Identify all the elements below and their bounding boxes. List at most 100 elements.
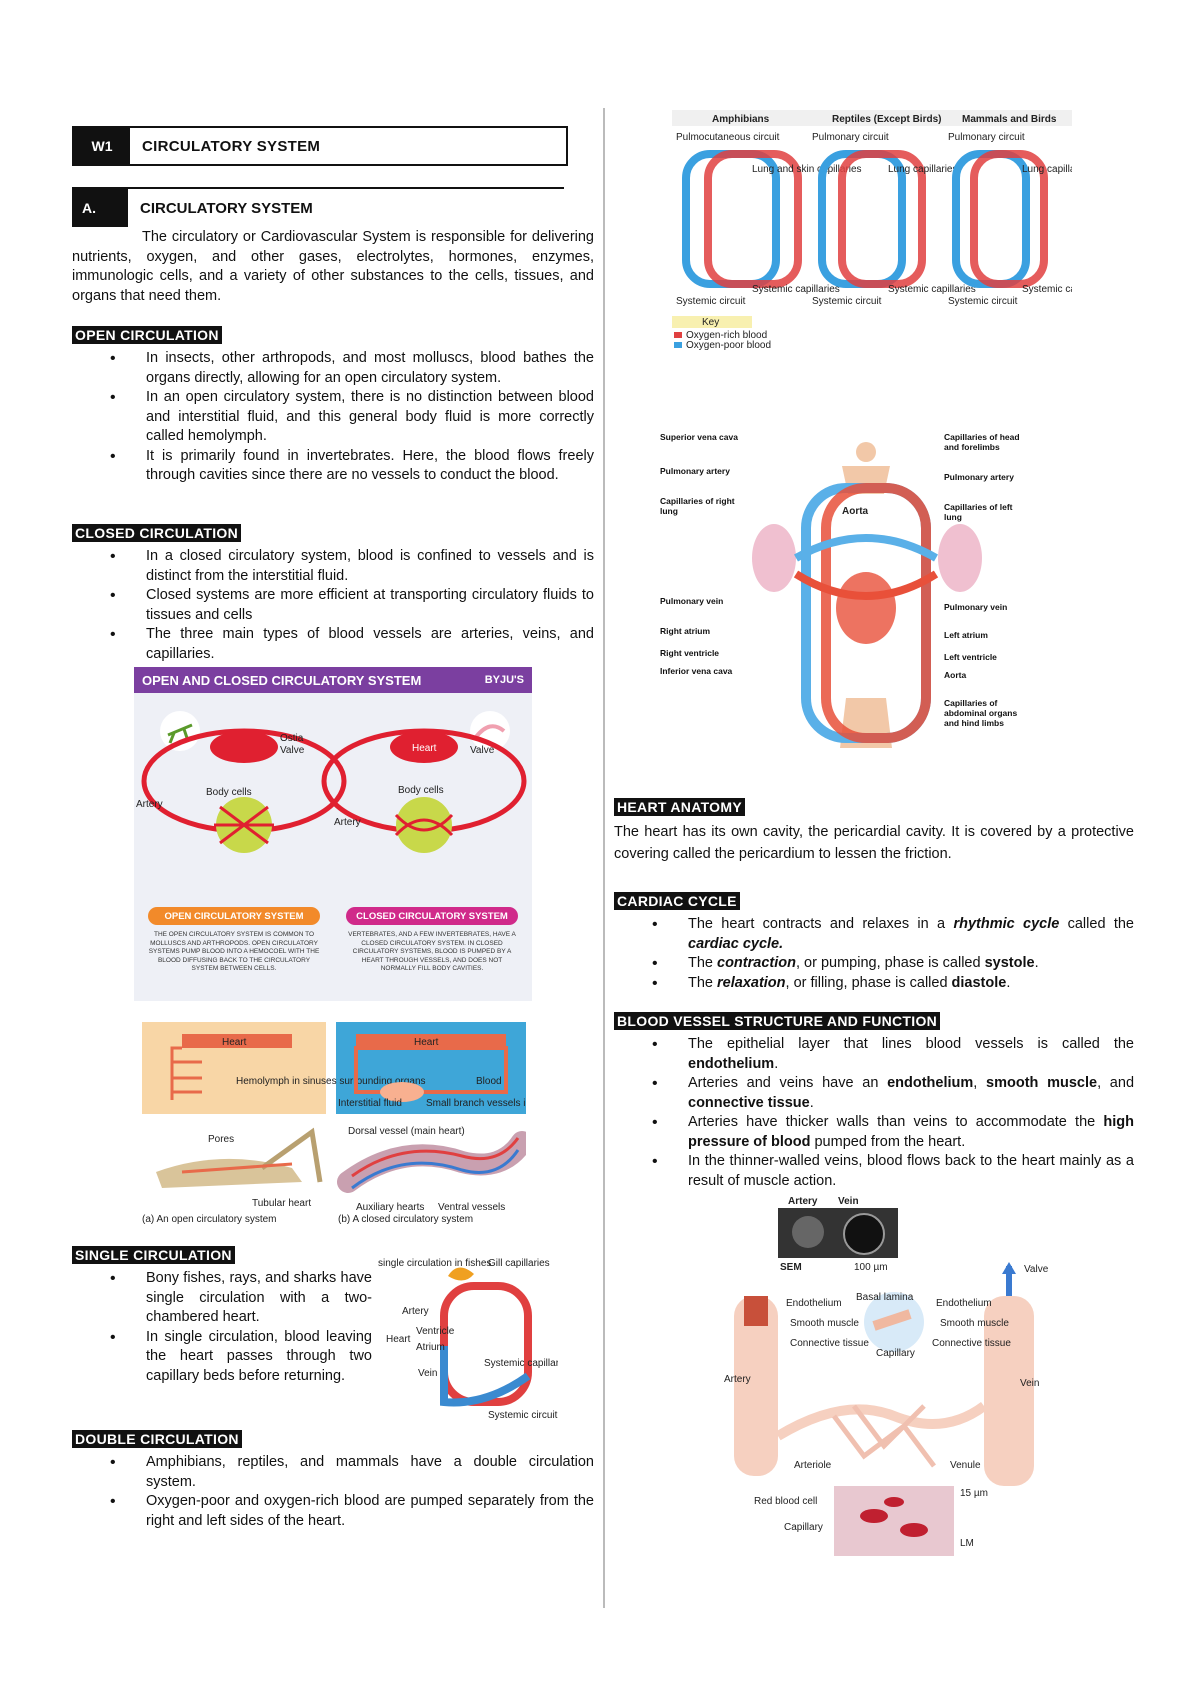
- interstitial-label: Interstitial fluid: [338, 1098, 402, 1109]
- label-pulm-artery-l: Pulmonary artery: [660, 466, 730, 476]
- sem-label: SEM: [780, 1262, 802, 1273]
- bottom-circuit-0: Systemic circuit: [676, 296, 746, 307]
- blood-label: Blood: [476, 1076, 502, 1087]
- um-scale-label: 15 µm: [960, 1488, 988, 1499]
- brand-logo: BYJU'S: [484, 674, 524, 686]
- figure-title: OPEN AND CLOSED CIRCULATORY SYSTEM: [142, 672, 422, 688]
- label-cap-right-lung: Capillaries of right lung: [660, 496, 735, 516]
- sem-vein-label: Vein: [838, 1196, 859, 1207]
- aorta-center-label: Aorta: [842, 506, 869, 517]
- fish-note: single circulation in fishes: [378, 1258, 491, 1269]
- open-closed-diagram: Ostia Valve Body cells Artery Heart Valv…: [136, 711, 527, 853]
- small-vessels-label: Small branch vessels in each organ: [426, 1098, 526, 1109]
- cardiac-cycle-section: CARDIAC CYCLE The heart contracts and re…: [614, 892, 1134, 993]
- valve-label-vessel: Valve: [1024, 1264, 1049, 1275]
- section-a-header: A. CIRCULATORY SYSTEM: [72, 187, 564, 227]
- label-pulm-artery-r: Pulmonary artery: [944, 472, 1014, 482]
- blood-vessel-section: BLOOD VESSEL STRUCTURE AND FUNCTION The …: [614, 1012, 1134, 1191]
- open-circulation-section: OPEN CIRCULATION In insects, other arthr…: [72, 326, 594, 486]
- double-circulation-heading: DOUBLE CIRCULATION: [72, 1430, 242, 1448]
- group-amphibians: Amphibians: [712, 114, 770, 125]
- key-rich: Oxygen-rich blood: [686, 330, 767, 341]
- ostia-label: Ostia: [280, 733, 304, 744]
- heart-label-a: Heart: [222, 1037, 247, 1048]
- closed-system-desc: VERTEBRATES, AND A FEW INVERTEBRATES, HA…: [348, 931, 516, 972]
- open-circulation-heading: OPEN CIRCULATION: [72, 326, 222, 344]
- label-right-ventricle: Right ventricle: [660, 648, 720, 658]
- systemic-circuit-label: Systemic circuit: [488, 1410, 558, 1421]
- sys-label-0: Systemic capillaries: [752, 284, 840, 295]
- group-reptiles: Reptiles (Except Birds): [832, 114, 941, 125]
- list-item: In insects, other arthropods, and most m…: [110, 349, 594, 388]
- label-left-ventricle: Left ventricle: [944, 652, 997, 662]
- list-item: It is primarily found in invertebrates. …: [110, 447, 594, 486]
- smooth-muscle-label-right: Smooth muscle: [940, 1318, 1009, 1329]
- list-item: Arteries have thicker walls than veins t…: [652, 1113, 1134, 1152]
- smooth-muscle-label-left: Smooth muscle: [790, 1318, 859, 1329]
- label-sup-vena-cava: Superior vena cava: [660, 432, 738, 442]
- ventral-vessels-label: Ventral vessels: [438, 1202, 505, 1213]
- mammal-loop: Pulmonary circuit Systemic circuit Lung …: [948, 132, 1110, 307]
- heart-anatomy-text: The heart has its own cavity, the perica…: [614, 824, 1134, 862]
- week-tag: W1: [74, 128, 130, 164]
- valve-label-closed: Valve: [470, 745, 495, 756]
- closed-circulation-heading: CLOSED CIRCULATION: [72, 524, 242, 542]
- label-aorta: Aorta: [944, 670, 967, 680]
- endothelium-label-right: Endothelium: [936, 1298, 992, 1309]
- sem-scale-label: 100 µm: [854, 1262, 888, 1273]
- comparison-diagram: Heart Hemolymph in sinuses surrounding o…: [142, 1022, 584, 1225]
- closed-circulation-section: CLOSED CIRCULATION In a closed circulato…: [72, 524, 594, 664]
- section-a-title: CIRCULATORY SYSTEM: [140, 199, 313, 217]
- label-pulm-vein-r: Pulmonary vein: [944, 602, 1008, 612]
- list-item: Oxygen-poor and oxygen-rich blood are pu…: [110, 1492, 594, 1531]
- figure-title-bar: OPEN AND CLOSED CIRCULATORY SYSTEM BYJU'…: [134, 667, 532, 693]
- atrium-label: Atrium: [416, 1342, 445, 1353]
- list-item: Bony fishes, rays, and sharks have singl…: [110, 1269, 372, 1328]
- top-circuit-0: Pulmocutaneous circuit: [676, 132, 780, 143]
- open-closed-figure: OPEN AND CLOSED CIRCULATORY SYSTEM BYJU'…: [134, 667, 532, 1001]
- list-item: Amphibians, reptiles, and mammals have a…: [110, 1453, 594, 1492]
- capillary-lm-label: Capillary: [784, 1522, 823, 1533]
- dorsal-vessel-label: Dorsal vessel (main heart): [348, 1126, 465, 1137]
- group-mammals: Mammals and Birds: [962, 114, 1057, 125]
- document-title-box: W1 CIRCULATORY SYSTEM: [72, 126, 568, 166]
- heart-label-b: Heart: [414, 1037, 439, 1048]
- lung-label-0: Lung and skin capillaries: [752, 164, 862, 175]
- body-cells-label: Body cells: [206, 787, 252, 798]
- lung-label-2: Lung capillaries: [1022, 164, 1072, 175]
- caption-b: (b) A closed circulatory system: [338, 1214, 473, 1225]
- amphibian-loop: Pulmocutaneous circuit Systemic circuit …: [676, 132, 862, 307]
- artery-label-closed: Artery: [334, 817, 361, 828]
- connective-label-left: Connective tissue: [790, 1338, 869, 1349]
- venule-label: Venule: [950, 1460, 981, 1471]
- valve-label: Valve: [280, 745, 305, 756]
- vein-tube: [984, 1296, 1034, 1486]
- list-item: In single circulation, blood leaving the…: [110, 1328, 372, 1387]
- double-circulation-section: DOUBLE CIRCULATION Amphibians, reptiles,…: [72, 1430, 594, 1531]
- gill-label: Gill capillaries: [488, 1258, 550, 1269]
- blood-vessel-heading: BLOOD VESSEL STRUCTURE AND FUNCTION: [614, 1012, 941, 1030]
- body-cells-label-closed: Body cells: [398, 785, 444, 796]
- list-item: In the thinner-walled veins, blood flows…: [652, 1152, 1134, 1191]
- intro-paragraph: The circulatory or Cardiovascular System…: [72, 229, 594, 304]
- list-item: The contraction, or pumping, phase is ca…: [652, 954, 1134, 974]
- vein-label-fish: Vein: [418, 1368, 437, 1379]
- label-right-atrium: Right atrium: [660, 626, 711, 636]
- top-circuit-2: Pulmonary circuit: [948, 132, 1025, 143]
- single-circulation-section: SINGLE CIRCULATION Bony fishes, rays, an…: [72, 1246, 372, 1386]
- caption-a: (a) An open circulatory system: [142, 1214, 277, 1225]
- right-lung-icon: [752, 524, 796, 592]
- label-cap-head: Capillaries of head and forelimbs: [944, 432, 1020, 452]
- systemic-cap-label: Systemic capillaries: [484, 1358, 558, 1369]
- list-item: The relaxation, or filling, phase is cal…: [652, 974, 1134, 994]
- key-poor: Oxygen-poor blood: [686, 340, 771, 350]
- tubular-heart-label: Tubular heart: [252, 1198, 311, 1209]
- reptile-loop: Pulmonary circuit Systemic circuit Lung …: [812, 132, 976, 307]
- connective-label-right: Connective tissue: [932, 1338, 1011, 1349]
- bottom-circuit-2: Systemic circuit: [948, 296, 1018, 307]
- lm-label: LM: [960, 1538, 974, 1549]
- key-label: Key: [702, 317, 719, 328]
- mammal-circulation-figure: Aorta Superior vena cava Pulmonary arter…: [660, 418, 1022, 762]
- fish-circulation-diagram: single circulation in fishes Gill capill…: [378, 1258, 572, 1421]
- heart-label: Heart: [412, 743, 437, 754]
